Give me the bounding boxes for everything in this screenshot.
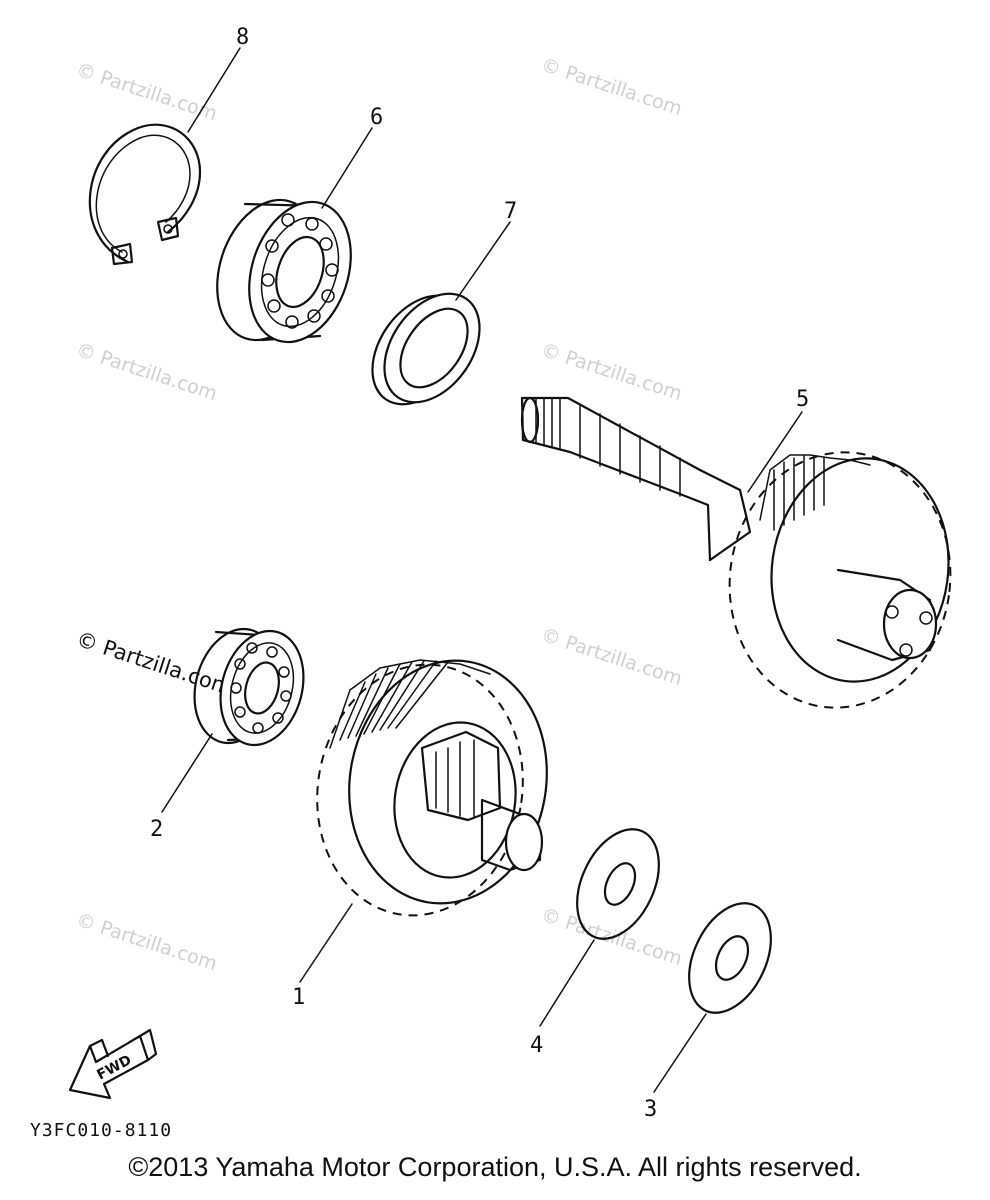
watermark: © Partzilla.com: [73, 339, 219, 405]
callout-5: 5: [796, 387, 809, 412]
leader-lines: [161, 47, 803, 1093]
circlip-part: [88, 123, 202, 266]
shaft-gear-part: [520, 396, 952, 709]
diagram-code: Y3FC010-8110: [30, 1120, 172, 1141]
callout-1: 1: [292, 985, 305, 1010]
watermark: © Partzilla.com: [538, 54, 684, 120]
callout-numbers: 8 6 7 5 2 1 4 3: [150, 25, 809, 1122]
bearing-lower-part: [193, 627, 305, 747]
callout-2: 2: [150, 817, 163, 842]
washer-a-part: [576, 828, 660, 940]
watermark: © Partzilla.com: [73, 909, 219, 975]
oil-seal-part: [371, 292, 481, 406]
primary-gear-part: [316, 659, 548, 917]
watermark: © Partzilla.com: [73, 627, 235, 700]
callout-6: 6: [370, 105, 383, 130]
watermark: © Partzilla.com: [538, 339, 684, 405]
copyright-notice: ©2013 Yamaha Motor Corporation, U.S.A. A…: [128, 1152, 862, 1182]
watermarks: © Partzilla.com © Partzilla.com © Partzi…: [73, 54, 684, 975]
callout-4: 4: [530, 1033, 543, 1058]
washer-b-part: [688, 902, 772, 1014]
callout-8: 8: [236, 25, 249, 50]
fwd-arrow-icon: FWD: [68, 1028, 158, 1100]
watermark: © Partzilla.com: [538, 624, 684, 690]
bearing-upper-part: [216, 198, 352, 344]
callout-7: 7: [504, 199, 517, 224]
callout-3: 3: [644, 1097, 657, 1122]
